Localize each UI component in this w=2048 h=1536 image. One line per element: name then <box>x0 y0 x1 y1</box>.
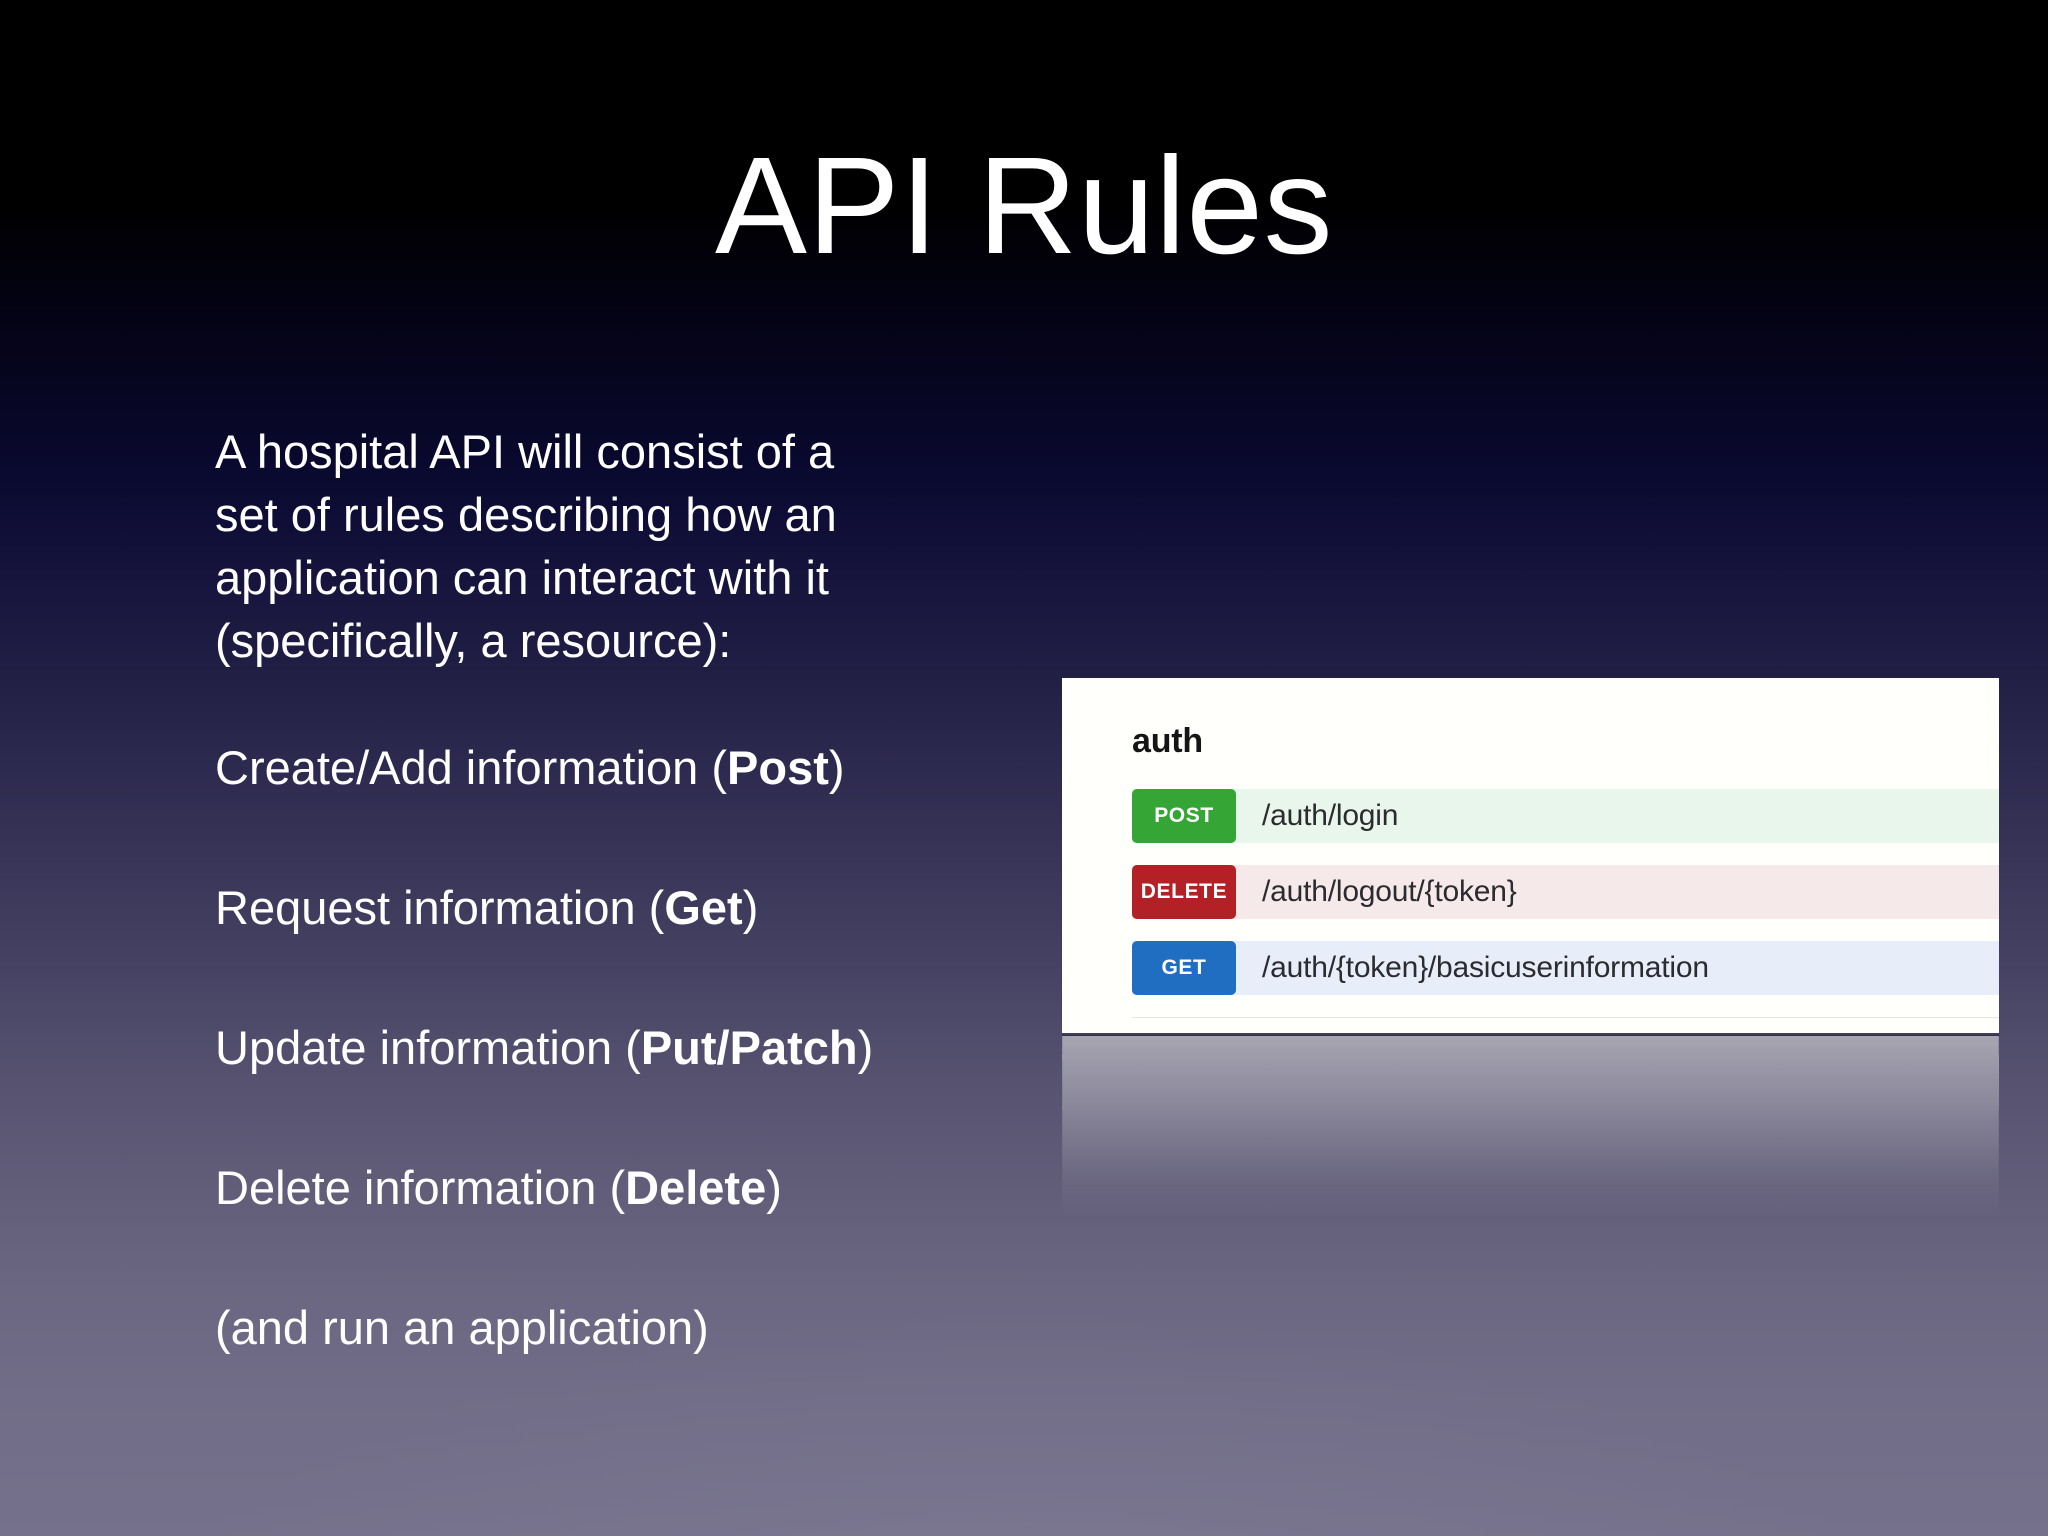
bullet-create-post: Create/Add information (Post) <box>215 736 1005 799</box>
bullet-request-get: Request information (Get) <box>215 876 1005 939</box>
bullet-prefix: Create/Add information ( <box>215 741 728 794</box>
bullet-method-put-patch: Put/Patch <box>640 1021 858 1074</box>
intro-line-1: A hospital API will consist of a <box>215 425 835 478</box>
bullet-prefix: Request information ( <box>215 881 665 934</box>
bullet-update-put-patch: Update information (Put/Patch) <box>215 1016 1005 1079</box>
api-documentation-screenshot: auth POST /auth/login DELETE /auth/logou… <box>1062 678 1999 1035</box>
bullet-delete-delete: Delete information (Delete) <box>215 1156 1005 1219</box>
bullet-prefix: Delete information ( <box>215 1161 626 1214</box>
method-badge-get: GET <box>1132 941 1236 995</box>
api-panel-content: auth POST /auth/login DELETE /auth/logou… <box>1132 678 1999 1035</box>
api-endpoint-row-delete[interactable]: DELETE /auth/logout/{token} <box>1132 865 1999 919</box>
reflection-mirror: auth POST /auth/login DELETE /auth/logou… <box>1062 1035 1999 1220</box>
bullet-method-delete: Delete <box>625 1161 767 1214</box>
bullet-suffix: ) <box>857 1021 874 1074</box>
bullet-suffix: ) <box>828 741 845 794</box>
api-endpoint-list: POST /auth/login DELETE /auth/logout/{to… <box>1132 789 1999 1018</box>
bullet-suffix: ) <box>742 881 759 934</box>
intro-paragraph: A hospital API will consist of a set of … <box>215 420 1005 672</box>
reflection-surface <box>1062 1035 1999 1220</box>
closing-line: (and run an application) <box>215 1301 709 1354</box>
intro-line-4: (specifically, a resource): <box>215 614 732 667</box>
endpoint-path-post: /auth/login <box>1262 799 1399 832</box>
method-badge-post: POST <box>1132 789 1236 843</box>
api-list-divider <box>1132 1017 1999 1018</box>
intro-line-2: set of rules describing how an <box>215 488 837 541</box>
api-panel-reflection: auth POST /auth/login DELETE /auth/logou… <box>1062 1035 1999 1220</box>
bullet-prefix: Update information ( <box>215 1021 641 1074</box>
api-group-title: auth <box>1132 722 1203 760</box>
endpoint-path-get: /auth/{token}/basicuserinformation <box>1262 951 1709 984</box>
bullet-method-get: Get <box>664 881 743 934</box>
api-endpoint-row-post[interactable]: POST /auth/login <box>1132 789 1999 843</box>
endpoint-path-delete: /auth/logout/{token} <box>1262 875 1517 908</box>
bullet-suffix: ) <box>766 1161 782 1214</box>
api-endpoint-row-get[interactable]: GET /auth/{token}/basicuserinformation <box>1132 941 1999 995</box>
slide-body-text: A hospital API will consist of a set of … <box>215 420 1005 1359</box>
intro-line-3: application can interact with it <box>215 551 829 604</box>
panel-base-seam <box>1062 1033 1999 1036</box>
page-title: API Rules <box>714 129 1334 283</box>
bullet-method-post: Post <box>727 741 829 794</box>
method-badge-delete: DELETE <box>1132 865 1236 919</box>
